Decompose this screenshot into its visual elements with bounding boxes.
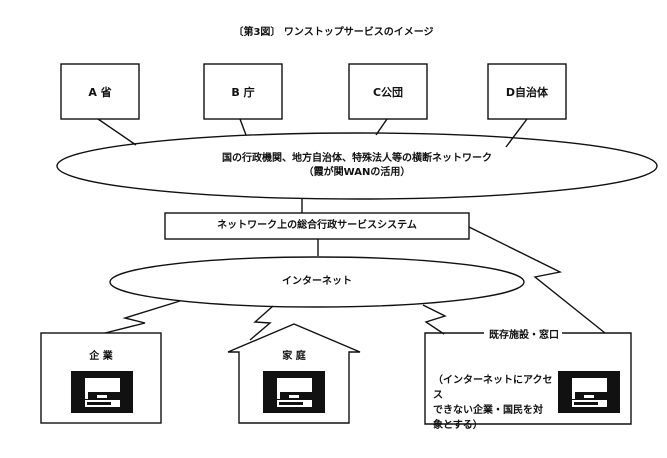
gov-network-sublabel: （霞が関WANの活用） — [303, 167, 411, 178]
agency-label-b: B 庁 — [231, 86, 255, 99]
connector-service-facility — [468, 226, 606, 334]
agency-label-c: C公団 — [372, 86, 404, 99]
gov-network-ellipse — [56, 132, 658, 200]
enterprise-box — [40, 332, 162, 424]
internet-ellipse — [109, 256, 525, 308]
terminal-icon-enterprise — [71, 371, 133, 413]
agency-label-a: A 省 — [88, 86, 112, 99]
facility-label: 既存施設・窓口 — [489, 330, 559, 341]
internet-label: インターネット — [282, 276, 352, 287]
figure-title: 〔第3図〕 ワンストップサービスのイメージ — [233, 27, 434, 38]
connector-c — [375, 118, 388, 136]
connector-internet-household — [249, 305, 274, 341]
enterprise-label: 企 業 — [89, 351, 113, 362]
connector-internet-enterprise — [104, 300, 181, 334]
facility-box — [424, 332, 632, 425]
agency-label-d: D自治体 — [505, 86, 549, 99]
agency-box-a — [60, 63, 140, 120]
connector-internet-facility — [422, 304, 447, 335]
connector-b — [239, 118, 247, 136]
terminal-icon-household — [263, 371, 325, 413]
service-system-label: ネットワーク上の総合行政サービスシステム — [217, 220, 417, 231]
agency-box-c — [348, 63, 428, 120]
gov-network-label: 国の行政機関、地方自治体、特殊法人等の横断ネットワーク — [222, 153, 492, 164]
agency-box-b — [203, 63, 283, 120]
connector-d — [505, 118, 528, 148]
household-house — [227, 323, 361, 424]
service-system-box — [164, 212, 470, 240]
terminal-icon-facility — [558, 371, 620, 413]
facility-note: （インターネットにアクセス できない企業・国民を対 象とする） — [433, 375, 553, 431]
household-label: 家 庭 — [282, 351, 306, 362]
connector-a — [97, 118, 137, 146]
